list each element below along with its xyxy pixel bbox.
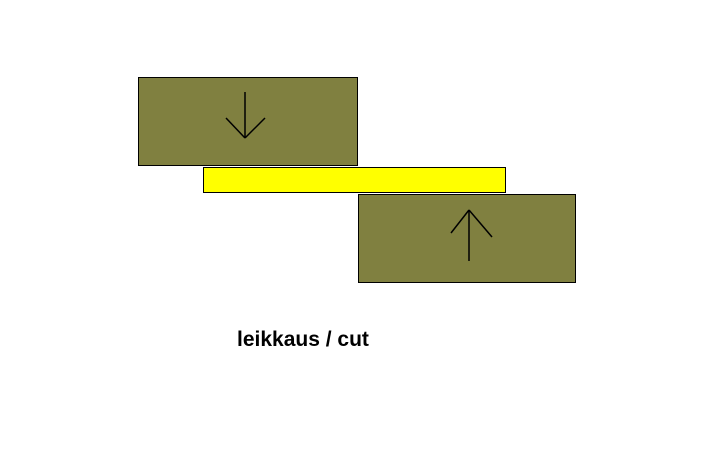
lower-blade — [358, 194, 576, 283]
arrow-down-icon — [225, 92, 266, 139]
workpiece-plate — [203, 167, 506, 193]
upper-blade — [138, 77, 358, 166]
arrow-up-icon — [450, 209, 493, 261]
diagram-caption: leikkaus / cut — [237, 328, 369, 351]
